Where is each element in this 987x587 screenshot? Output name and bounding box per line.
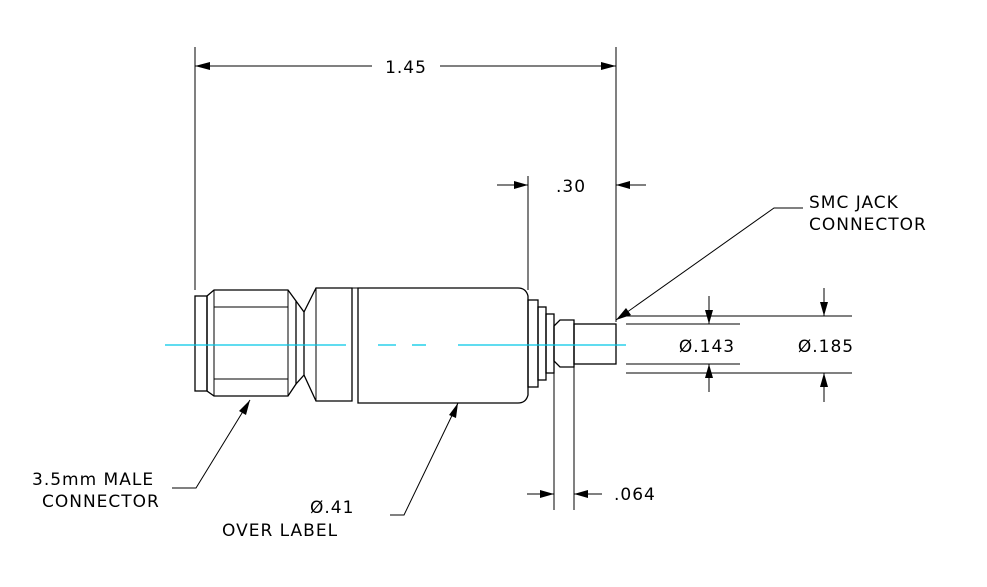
smc-jack-nose xyxy=(553,319,617,368)
hex-nut xyxy=(206,289,297,397)
jack-flange xyxy=(527,299,555,388)
dimension-jack-outer-diameter: Ø.185 xyxy=(626,288,854,402)
callout-smc-jack: SMC JACK CONNECTOR xyxy=(615,193,927,321)
dimension-jack-length: .30 xyxy=(497,176,646,290)
body-callout-line1: Ø.41 xyxy=(310,498,354,518)
dimension-overall-length: 1.45 xyxy=(194,47,617,322)
flange-thickness-label: .064 xyxy=(614,485,656,505)
main-body xyxy=(357,287,529,404)
dimension-flange-thickness: .064 xyxy=(527,367,656,510)
male-callout-line1: 3.5mm MALE xyxy=(32,470,154,490)
dimension-jack-inner-diameter: Ø.143 xyxy=(626,296,740,392)
male-callout-line2: CONNECTOR xyxy=(42,492,160,512)
smc-callout-line2: CONNECTOR xyxy=(809,215,927,235)
jack-outer-diameter-label: Ø.185 xyxy=(798,337,854,357)
body-callout-line2: OVER LABEL xyxy=(222,521,338,541)
part-outline xyxy=(194,287,617,404)
callout-male-connector: 3.5mm MALE CONNECTOR xyxy=(32,399,251,512)
smc-callout-line1: SMC JACK xyxy=(809,193,899,213)
callout-body-diameter: Ø.41 OVER LABEL xyxy=(222,402,459,541)
jack-inner-diameter-label: Ø.143 xyxy=(679,337,735,357)
male-connector-ring xyxy=(194,295,208,392)
overall-length-label: 1.45 xyxy=(385,58,427,78)
tapered-collar xyxy=(295,300,305,385)
jack-length-label: .30 xyxy=(556,177,586,197)
